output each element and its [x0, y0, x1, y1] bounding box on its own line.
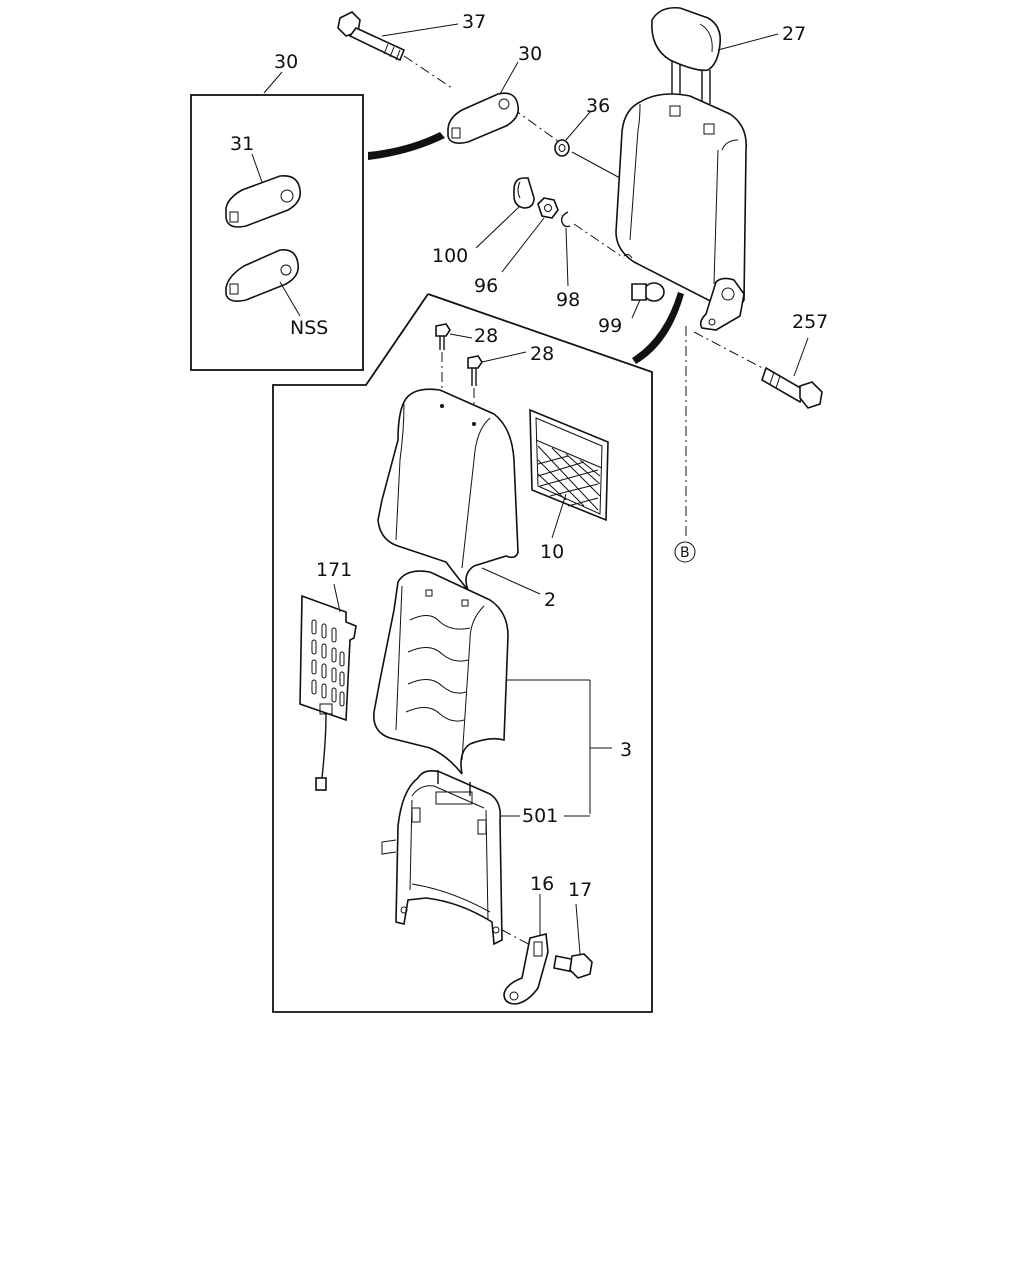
callout-nss: NSS [290, 317, 328, 339]
part-171-heater-mat[interactable] [299, 583, 357, 791]
part-nss-cover-cap[interactable] [225, 248, 301, 317]
part-98-c-clip[interactable] [560, 211, 571, 287]
callout-28-b: 28 [530, 343, 554, 365]
main-detail-box [272, 293, 653, 1013]
callout-98: 98 [556, 289, 580, 311]
callout-171: 171 [316, 559, 352, 581]
part-2-seat-back-cover[interactable] [377, 388, 541, 595]
callout-100: 100 [432, 245, 468, 267]
part-37-long-bolt[interactable] [337, 11, 459, 62]
part-16-recliner-bracket[interactable] [501, 894, 549, 1005]
callout-b: B [680, 545, 690, 561]
callout-10: 10 [540, 541, 564, 563]
callout-17: 17 [568, 879, 592, 901]
callout-2: 2 [544, 589, 556, 611]
part-27-headrest[interactable] [651, 6, 779, 104]
seat-back-assembly[interactable] [615, 93, 747, 364]
part-31-cover-cap[interactable] [225, 153, 302, 228]
callout-30-part: 30 [518, 43, 542, 65]
part-99-plug[interactable] [631, 282, 665, 319]
part-96-nut[interactable] [501, 197, 559, 273]
callout-31: 31 [230, 133, 254, 155]
part-17-bolt[interactable] [553, 903, 593, 979]
part-501-seat-back-frame[interactable] [381, 770, 590, 946]
callout-501: 501 [522, 805, 558, 827]
callout-30-group: 30 [274, 51, 298, 73]
callout-99: 99 [598, 315, 622, 337]
callout-96: 96 [474, 275, 498, 297]
part-257-bolt[interactable] [693, 331, 823, 409]
part-28-screw-a[interactable] [435, 323, 473, 404]
callout-27: 27 [782, 23, 806, 45]
part-36-washer[interactable] [554, 111, 591, 157]
callout-3: 3 [620, 739, 632, 761]
callout-28-a: 28 [474, 325, 498, 347]
part-100-clip[interactable] [475, 177, 535, 249]
part-3-seat-back-pad[interactable] [373, 570, 612, 814]
callout-37: 37 [462, 11, 486, 33]
callout-16: 16 [530, 873, 554, 895]
callout-257: 257 [792, 311, 828, 333]
callout-36: 36 [586, 95, 610, 117]
part-10-net-pocket[interactable] [529, 408, 609, 539]
part-30-hinge-cover[interactable] [447, 61, 520, 144]
inset-box-30 [190, 71, 445, 371]
reference-b [674, 326, 696, 563]
